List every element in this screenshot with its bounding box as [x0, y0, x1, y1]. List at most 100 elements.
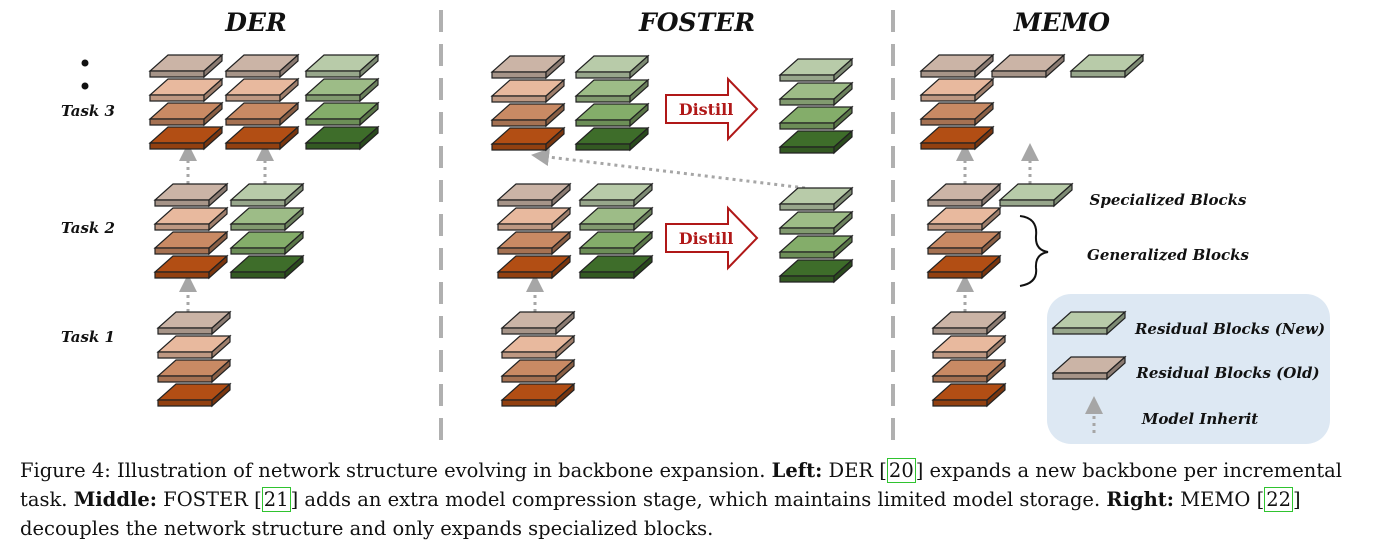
- caption-prefix: Figure 4: Illustration of network struct…: [20, 459, 772, 482]
- caption-text: MEMO [: [1174, 488, 1265, 511]
- residual-block-new: [778, 57, 854, 83]
- residual-block-new: [574, 54, 650, 80]
- legend-old-label: Residual Blocks (Old): [1135, 364, 1319, 382]
- residual-block-old: [919, 101, 995, 127]
- residual-block-old: [926, 254, 1002, 280]
- residual-block-new: [778, 81, 854, 107]
- residual-block-old: [156, 334, 232, 360]
- der-title: DER: [224, 8, 287, 37]
- residual-block-new: [574, 102, 650, 128]
- ellipsis-dot-top: [81, 59, 89, 67]
- residual-block-old: [496, 254, 572, 280]
- residual-block-old: [931, 358, 1007, 384]
- legend-box: [1047, 294, 1330, 444]
- residual-block-old: [926, 206, 1002, 232]
- residual-block-old: [500, 358, 576, 384]
- generalized-brace: [1019, 215, 1049, 287]
- residual-block-old: [153, 254, 229, 280]
- residual-block-new: [778, 186, 854, 212]
- distill-arrow-bottom: Distill: [665, 205, 759, 271]
- residual-block-old: [224, 101, 300, 127]
- caption-middle-label: Middle:: [73, 488, 157, 511]
- caption-right-label: Right:: [1106, 488, 1175, 511]
- residual-block-old: [919, 125, 995, 151]
- residual-block-old: [156, 358, 232, 384]
- residual-block-old: [224, 125, 300, 151]
- residual-block-old: [148, 77, 224, 103]
- residual-block-new: [304, 53, 380, 79]
- citation-link[interactable]: 22: [1264, 487, 1294, 512]
- residual-block-old: [148, 53, 224, 79]
- residual-block-new: [778, 129, 854, 155]
- residual-block-new: [778, 210, 854, 236]
- task-3-label: Task 3: [61, 102, 115, 120]
- residual-block-new: [229, 206, 305, 232]
- residual-block-new: [578, 206, 654, 232]
- residual-block-new: [304, 101, 380, 127]
- caption-text: DER [: [822, 459, 887, 482]
- residual-block-new: [578, 230, 654, 256]
- residual-block-new: [778, 105, 854, 131]
- residual-block-old: [919, 77, 995, 103]
- residual-block-old: [919, 53, 995, 79]
- residual-block-old: [153, 230, 229, 256]
- residual-block-old: [490, 102, 566, 128]
- legend-new-label: Residual Blocks (New): [1134, 320, 1325, 338]
- residual-block-old: [496, 206, 572, 232]
- residual-block-new: [1069, 53, 1145, 79]
- task-2-label: Task 2: [61, 219, 115, 237]
- residual-block-new: [578, 182, 654, 208]
- residual-block-new: [304, 125, 380, 151]
- caption-text: ] adds an extra model compression stage,…: [290, 488, 1107, 511]
- residual-blocks: [148, 53, 1145, 408]
- residual-block-new: [998, 182, 1074, 208]
- residual-block-old: [500, 334, 576, 360]
- legend-inherit-label: Model Inherit: [1141, 410, 1259, 428]
- residual-block-new: [778, 258, 854, 284]
- caption-text: ] expands a new backbone per incremental…: [20, 459, 1343, 511]
- legend-old-block-icon: [1051, 355, 1127, 381]
- legend-new-block-icon: [1051, 310, 1127, 336]
- residual-block-new: [229, 230, 305, 256]
- residual-block-old: [926, 230, 1002, 256]
- residual-block-old: [156, 382, 232, 408]
- residual-block-old: [153, 206, 229, 232]
- citation-link[interactable]: 20: [886, 458, 916, 483]
- specialized-blocks-label: Specialized Blocks: [1090, 191, 1247, 209]
- residual-block-old: [148, 125, 224, 151]
- residual-block-old: [926, 182, 1002, 208]
- residual-block-old: [156, 310, 232, 336]
- residual-block-old: [148, 101, 224, 127]
- residual-block-old: [500, 310, 576, 336]
- distill-arrow-top: Distill: [665, 76, 759, 142]
- residual-block-old: [224, 53, 300, 79]
- residual-block-new: [229, 182, 305, 208]
- residual-block-new: [304, 77, 380, 103]
- residual-block-old: [153, 182, 229, 208]
- architecture-figure: DER FOSTER MEMO Task 3 Task 2 Task 1 Dis…: [61, 8, 1330, 452]
- residual-block-old: [496, 182, 572, 208]
- residual-block-new: [578, 254, 654, 280]
- caption-text: FOSTER [: [156, 488, 262, 511]
- residual-block-old: [931, 382, 1007, 408]
- residual-block-old: [490, 78, 566, 104]
- inherit-arrow: [531, 148, 806, 190]
- residual-block-new: [229, 254, 305, 280]
- ellipsis-dot-bottom: [81, 82, 89, 90]
- citation-link[interactable]: 21: [261, 487, 291, 512]
- residual-block-old: [500, 382, 576, 408]
- residual-block-old: [496, 230, 572, 256]
- caption-text: ] decouples the network structure and on…: [20, 488, 1301, 540]
- residual-block-new: [574, 78, 650, 104]
- residual-block-new: [778, 234, 854, 260]
- residual-block-old: [931, 334, 1007, 360]
- memo-title: MEMO: [1013, 8, 1110, 37]
- residual-block-old: [490, 126, 566, 152]
- foster-title: FOSTER: [638, 8, 755, 37]
- residual-block-old: [490, 54, 566, 80]
- task-1-label: Task 1: [61, 328, 115, 346]
- residual-block-new: [574, 126, 650, 152]
- residual-block-old: [931, 310, 1007, 336]
- figure-caption: Figure 4: Illustration of network struct…: [20, 456, 1375, 543]
- distill-label: Distill: [679, 229, 734, 248]
